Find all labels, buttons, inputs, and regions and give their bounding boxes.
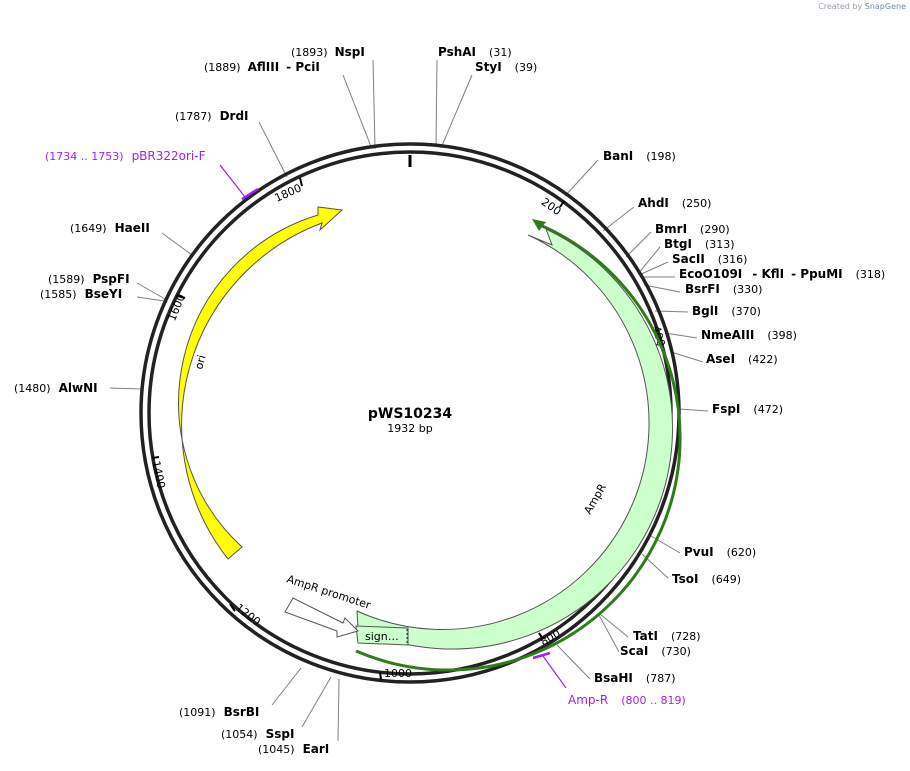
orf-arrowhead xyxy=(532,219,546,231)
site-label-eari[interactable]: (1045)EarI xyxy=(258,742,329,756)
tick-mark xyxy=(177,295,186,299)
site-label-nspi[interactable]: (1893)NspI xyxy=(291,45,365,59)
tick-label: 1800 xyxy=(273,181,304,204)
orf-arc[interactable] xyxy=(355,223,682,672)
site-label-bsahi[interactable]: BsaHI(787) xyxy=(594,671,676,685)
feature-signal-peptide[interactable] xyxy=(355,625,409,646)
feature-label-ori: ori xyxy=(192,354,208,371)
snapgene-logo: SnapGene xyxy=(864,2,906,11)
primer-arc-amp-r[interactable] xyxy=(532,651,551,660)
feature-ori[interactable] xyxy=(178,206,344,560)
site-label-bgli[interactable]: BglI(370) xyxy=(692,304,761,318)
site-label-pshai[interactable]: PshAI(31) xyxy=(438,45,512,59)
tick-mark xyxy=(151,456,160,459)
feature-label-signal: sign… xyxy=(365,630,399,643)
leader-lines xyxy=(109,59,709,742)
enzyme-labels: (1893)NspI (1889)AflIII- PciI PshAI(31) … xyxy=(14,45,885,756)
site-label-fspi[interactable]: FspI(472) xyxy=(712,402,783,416)
site-label-styi[interactable]: StyI(39) xyxy=(475,60,537,74)
site-label-btgi[interactable]: BtgI(313) xyxy=(664,237,735,251)
tick-mark xyxy=(229,603,236,612)
site-label-bani[interactable]: BanI(198) xyxy=(603,149,676,163)
primer-label-amp-r[interactable]: Amp-R(800 .. 819) xyxy=(568,693,686,707)
site-label-sspi[interactable]: (1054)SspI xyxy=(221,727,294,741)
site-label-bsrfi[interactable]: BsrFI(330) xyxy=(685,282,762,296)
site-label-nmeaiii[interactable]: NmeAIII(398) xyxy=(701,328,797,342)
feature-label-ampr: AmpR xyxy=(581,481,609,516)
primer-leader xyxy=(219,164,246,198)
site-label-tati[interactable]: TatI(728) xyxy=(633,629,701,643)
tick-label: 1000 xyxy=(384,667,412,680)
site-label-sacii[interactable]: SacII(316) xyxy=(672,252,747,266)
tick-mark xyxy=(538,632,544,640)
site-label-pspfi[interactable]: (1589)PspFI xyxy=(48,272,130,286)
tick-mark xyxy=(379,671,382,681)
tick-mark xyxy=(559,200,565,208)
site-label-bseyi[interactable]: (1585)BseYI xyxy=(40,287,122,301)
site-label-scai[interactable]: ScaI(730) xyxy=(620,644,691,658)
site-label-alwni[interactable]: (1480)AlwNI xyxy=(14,381,98,395)
tick-label: 1400 xyxy=(149,460,168,490)
site-label-bsrbi[interactable]: (1091)BsrBI xyxy=(179,705,259,719)
feature-ampr-promoter[interactable] xyxy=(284,597,359,638)
site-label-ecoo109i[interactable]: EcoO109I- KflI- PpuMI(318) xyxy=(679,267,885,281)
site-label-drdi[interactable]: (1787)DrdI xyxy=(175,109,249,123)
site-label-bmri[interactable]: BmrI(290) xyxy=(655,222,730,236)
credit-prefix: Created by xyxy=(818,2,863,11)
primer-arc-pbr322ori-f[interactable] xyxy=(241,187,259,201)
site-label-pvui[interactable]: PvuI(620) xyxy=(684,545,756,559)
tick-mark xyxy=(299,177,303,187)
site-label-tsoi[interactable]: TsoI(649) xyxy=(672,572,741,586)
primer-label-pbr322ori-f[interactable]: (1734 .. 1753)pBR322ori-F xyxy=(45,149,206,163)
plasmid-length: 1932 bp xyxy=(387,422,432,435)
plasmid-name: pWS10234 xyxy=(368,406,453,422)
site-label-haeii[interactable]: (1649)HaeII xyxy=(70,221,150,235)
primer-leader xyxy=(542,655,567,689)
site-label-afliii-pcii[interactable]: (1889)AflIII- PciI xyxy=(204,60,320,74)
site-label-ahdi[interactable]: AhdI(250) xyxy=(638,196,711,210)
snapgene-credit: Created by SnapGene xyxy=(818,2,906,11)
site-label-asei[interactable]: AseI(422) xyxy=(706,352,778,366)
